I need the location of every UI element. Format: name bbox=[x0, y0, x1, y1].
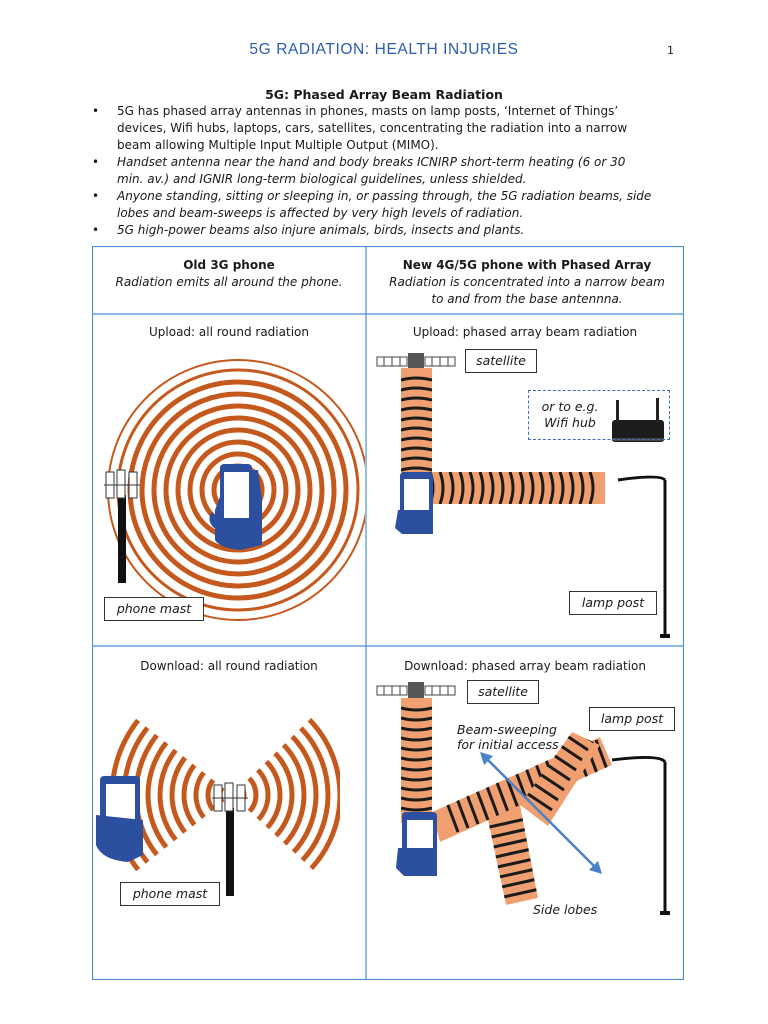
wifi-hub-label: or to e.g. Wifi hub bbox=[528, 390, 670, 440]
page-title: 5G RADIATION: HEALTH INJURIES bbox=[249, 41, 519, 58]
bullet-item: Handset antenna near the hand and body b… bbox=[92, 154, 652, 188]
upload-left-caption: Upload: all round radiation bbox=[149, 325, 309, 339]
col-left-subtitle: Radiation emits all around the phone. bbox=[115, 275, 343, 289]
side-lobes-label: Side lobes bbox=[533, 902, 598, 917]
beam-sweeping-label: Beam-sweeping for initial access bbox=[457, 722, 559, 752]
bullet-item: 5G has phased array antennas in phones, … bbox=[92, 103, 652, 154]
upload-right-caption: Upload: phased array beam radiation bbox=[412, 325, 638, 339]
download-right-caption: Download: phased array beam radiation bbox=[404, 659, 646, 673]
col-right-title: New 4G/5G phone with Phased Array bbox=[402, 258, 652, 272]
satellite-label: satellite bbox=[467, 680, 539, 704]
table-grid-lines bbox=[92, 246, 684, 980]
lamp-post-label: lamp post bbox=[569, 591, 657, 615]
phone-mast-label: phone mast bbox=[104, 597, 204, 621]
bullet-list: 5G has phased array antennas in phones, … bbox=[92, 103, 652, 239]
lamp-post-label: lamp post bbox=[589, 707, 675, 731]
page-number: 1 bbox=[667, 44, 674, 57]
wifi-hub-text: or to e.g. Wifi hub bbox=[541, 399, 599, 430]
col-right-subtitle: Radiation is concentrated into a narrow … bbox=[389, 275, 665, 306]
bullet-item: 5G high-power beams also injure animals,… bbox=[92, 222, 652, 239]
phone-mast-label: phone mast bbox=[120, 882, 220, 906]
comparison-table: Old 3G phone Radiation emits all around … bbox=[92, 246, 684, 980]
col-right-header: New 4G/5G phone with Phased Array Radiat… bbox=[382, 257, 672, 308]
col-left-title: Old 3G phone bbox=[183, 258, 275, 272]
bullet-item: Anyone standing, sitting or sleeping in,… bbox=[92, 188, 652, 222]
satellite-label: satellite bbox=[465, 349, 537, 373]
download-left-caption: Download: all round radiation bbox=[140, 659, 318, 673]
section-title: 5G: Phased Array Beam Radiation bbox=[265, 87, 503, 102]
col-left-header: Old 3G phone Radiation emits all around … bbox=[92, 257, 366, 291]
